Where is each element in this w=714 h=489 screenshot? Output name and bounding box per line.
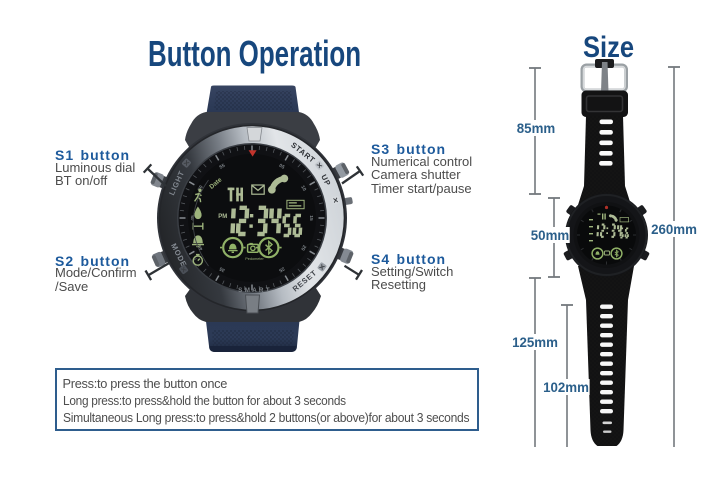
svg-text:25: 25 <box>278 265 286 273</box>
svg-text:45: 45 <box>190 215 196 221</box>
svg-text:10: 10 <box>299 184 307 192</box>
svg-text:05: 05 <box>278 163 286 171</box>
svg-text:SMART: SMART <box>238 287 272 294</box>
svg-text:40: 40 <box>197 244 205 252</box>
svg-text:15: 15 <box>308 215 314 221</box>
svg-text:55: 55 <box>218 163 226 171</box>
svg-text:Pedometer: Pedometer <box>245 257 264 261</box>
svg-text:50: 50 <box>197 184 205 192</box>
svg-text:PM: PM <box>218 214 227 220</box>
svg-text:20: 20 <box>299 244 307 252</box>
svg-text:35: 35 <box>218 265 226 273</box>
